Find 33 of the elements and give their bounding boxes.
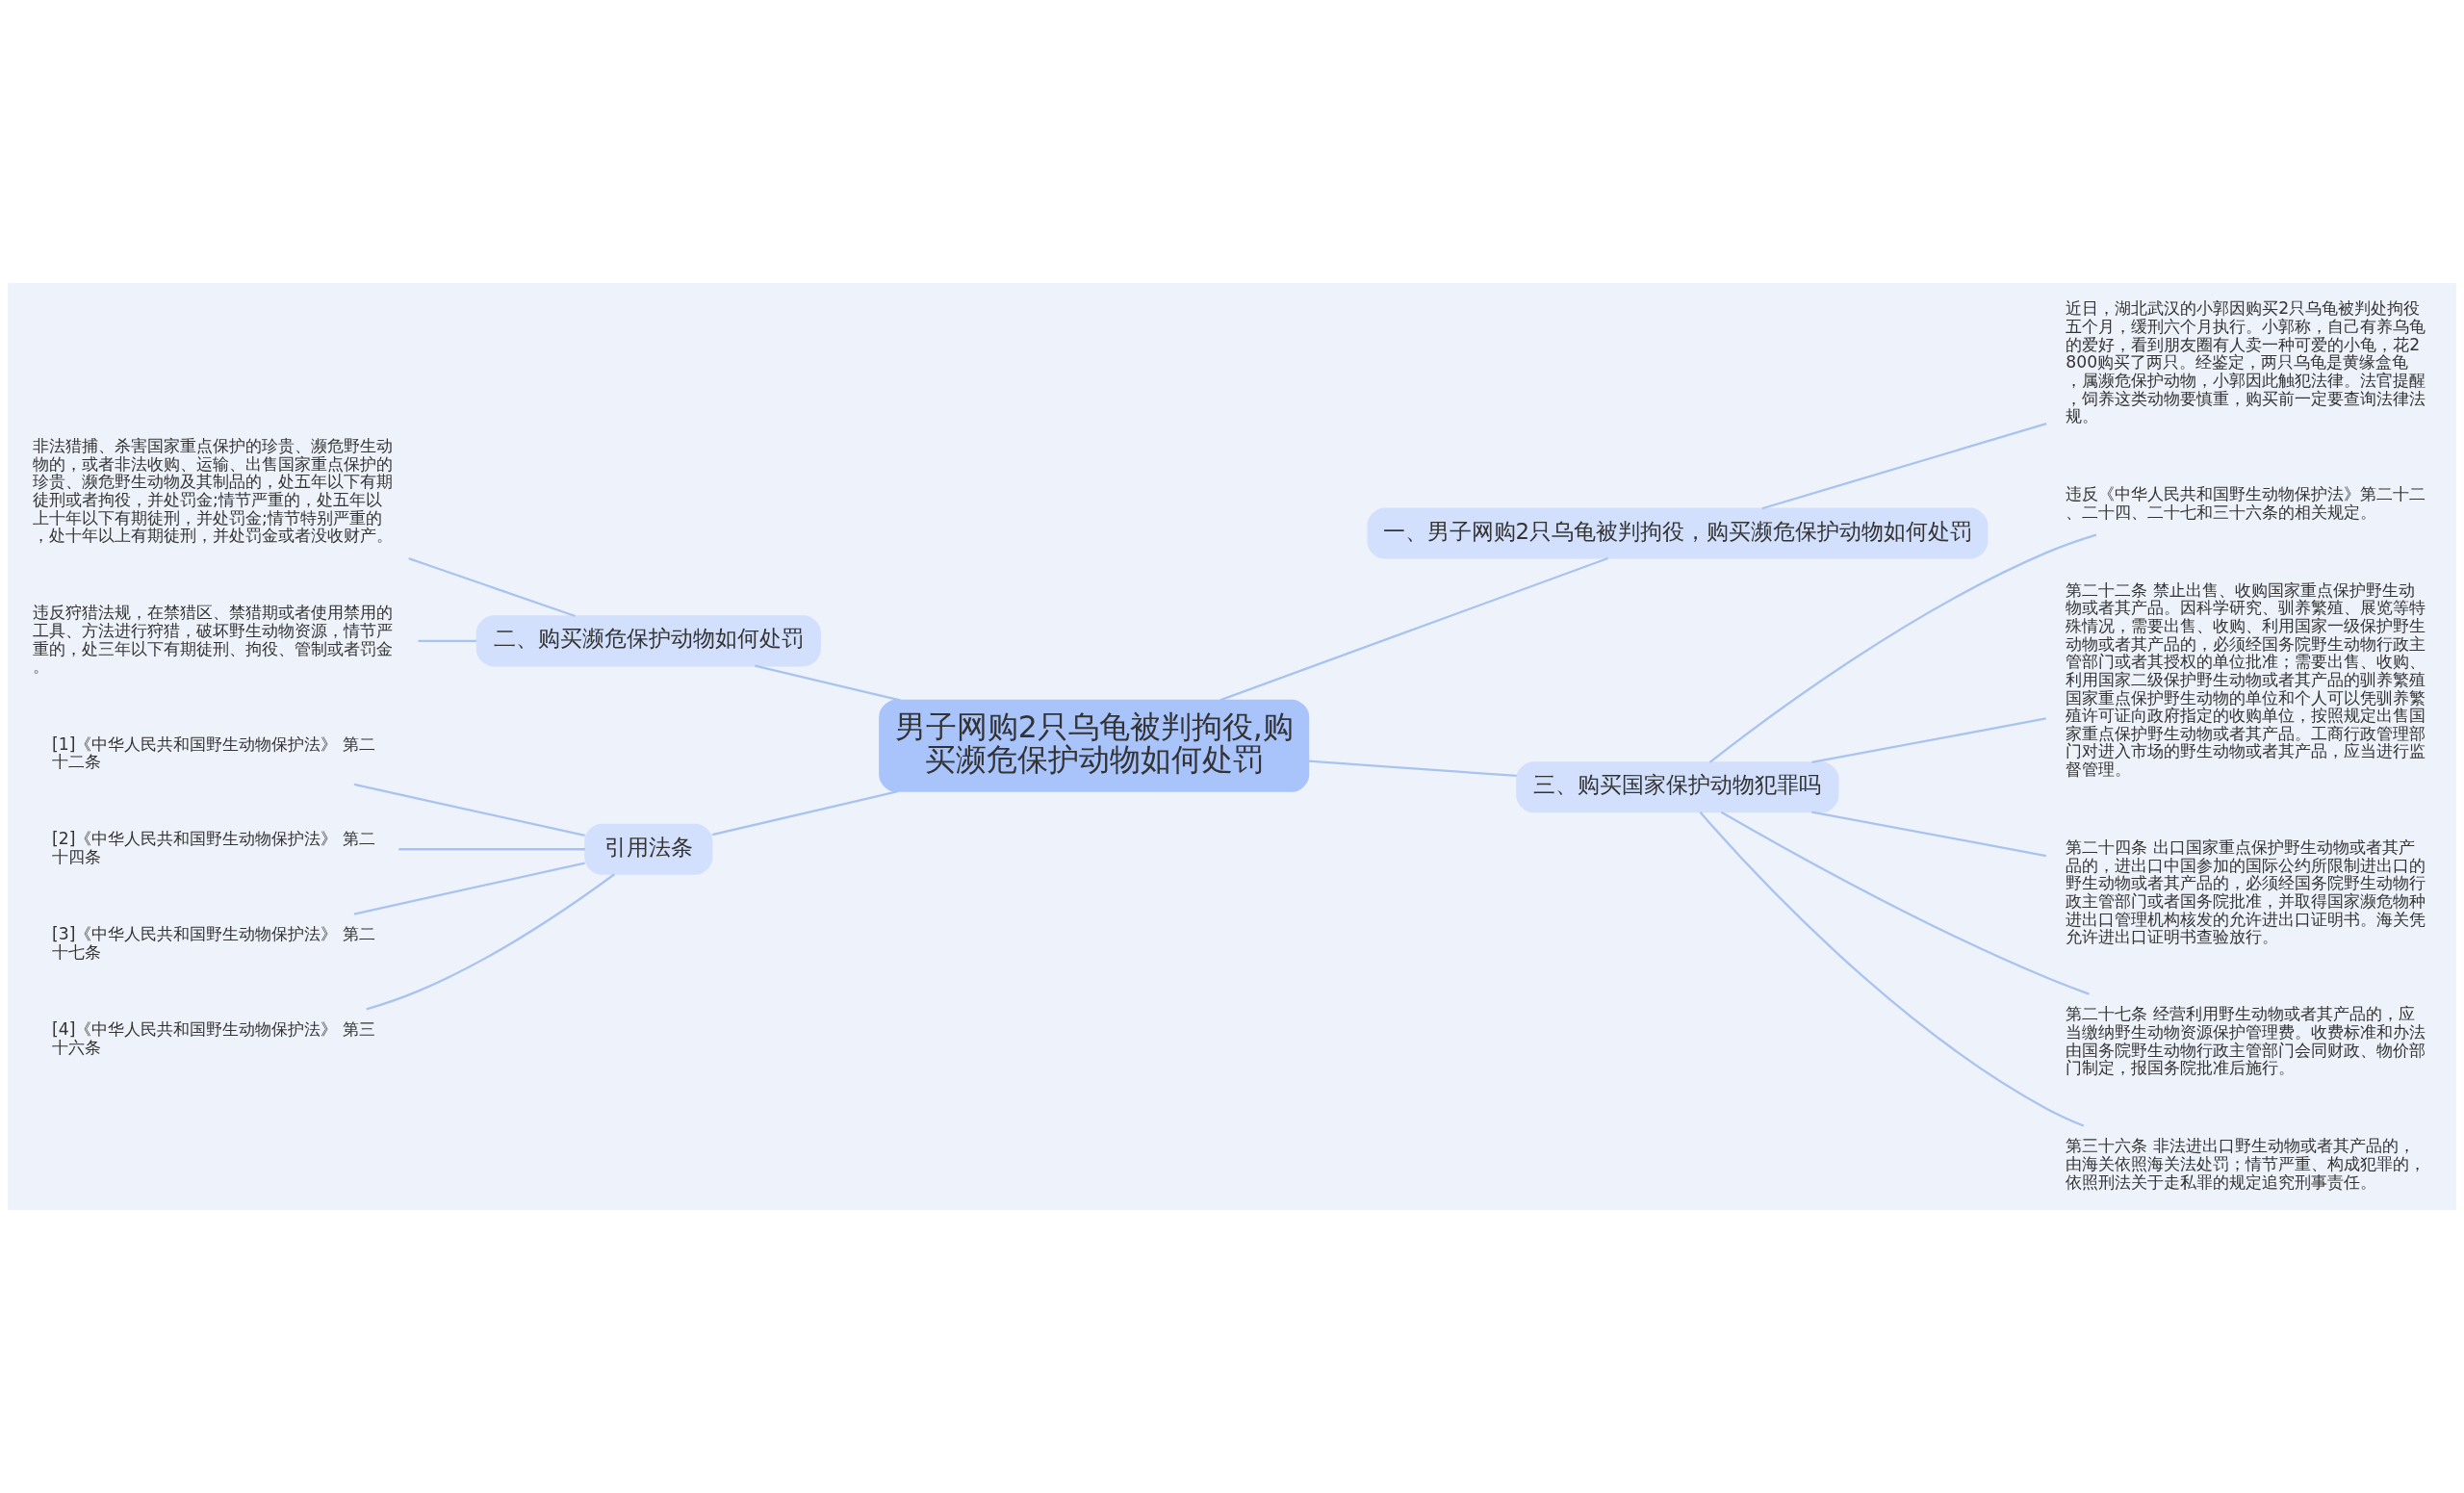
node-box: 三、购买国家保护动物犯罪吗 (1516, 761, 1839, 813)
node-text: 第二十四条 出口国家重点保护野生动物或者其产品的，进出口中国参加的国际公约所限制进出口的野生动物或者其产品的，必须经国务院野生动物行政主管部门或者国务院批准，并取得国家濒危物种进出口管理机构核发的允许进出口证明书。海关凭允许进出口证明书查验放行。 (2066, 837, 2426, 947)
connector (408, 557, 576, 618)
connector (398, 848, 585, 851)
node-box: 引用法条 (584, 823, 713, 875)
node-text: 近日，湖北武汉的小郭因购买2只乌龟被判处拘役五个月，缓刑六个月执行。小郭称，自己有养乌龟的爱好，看到朋友圈有人卖一种可爱的小龟，花2800购买了两只。经鉴定，两只乌龟是黄缘盒龟，属濒危保护动物，小郭因此触犯法律。法官提醒，饲养这类动物要慎重，购买前一定要查询法律法规。 (2066, 298, 2426, 426)
connector (353, 862, 585, 915)
connector (1699, 811, 2085, 1127)
node-text: 第二十二条 禁止出售、收购国家重点保护野生动物或者其产品。因科学研究、驯养繁殖、展览等特殊情况，需要出售、收购、利用国家一级保护野生动物或者其产品的，必须经国务院野生动物行政主管部门或者其授权的单位批准；需要出售、收购、利用国家二级保护野生动物或者其产品的驯养繁殖国家重点保护野生动物的单位和个人可以凭驯养繁殖许可证向政府指定的收购单位，按照规定出售国家重点保护野生动物或者其产品。工商行政管理部门对进入市场的野生动物或者其产品，应当进行监督管理。 (2066, 579, 2426, 780)
node-text: [2]《中华人民共和国野生动物保护法》 第二十四条 (52, 829, 375, 867)
connector (755, 664, 901, 702)
node-text: [4]《中华人民共和国野生动物保护法》 第三十六条 (52, 1019, 375, 1057)
node-text: 第三十六条 非法进出口野生动物或者其产品的，由海关依照海关法处罚；情节严重、构成犯罪的，依照刑法关于走私罪的规定追究刑事责任。 (2066, 1136, 2426, 1192)
connector (1308, 759, 1517, 778)
connector (1708, 533, 2097, 763)
connector (1811, 717, 2046, 764)
connector (1811, 811, 2046, 858)
node-text: 违反《中华人民共和国野生动物保护法》第二十二、二十四、二十七和三十六条的相关规定。 (2066, 484, 2426, 522)
node-text: [3]《中华人民共和国野生动物保护法》 第二十七条 (52, 924, 375, 962)
node-box: 一、男子网购2只乌龟被判拘役，购买濒危保护动物如何处罚 (1367, 507, 1989, 559)
connector (1219, 556, 1608, 702)
connector (353, 783, 585, 837)
node-text: 非法猎捕、杀害国家重点保护的珍贵、濒危野生动物的，或者非法收购、运输、出售国家重点保护的珍贵、濒危野生动物及其制品的，处五年以下有期徒刑或者拘役，并处罚金;情节严重的，处五年以上十年以下有期徒刑，并处罚金;情节特别严重的，处十年以上有期徒刑，并处罚金或者没收财产。 (32, 435, 393, 546)
connector (1761, 423, 2047, 510)
node-text: 第二十七条 经营利用野生动物或者其产品的，应当缴纳野生动物资源保护管理费。收费标准和办法由国务院野生动物行政主管部门会同财政、物价部门制定，报国务院批准后施行。 (2066, 1004, 2426, 1078)
connector (366, 873, 615, 1011)
node-box: 二、购买濒危保护动物如何处罚 (475, 615, 821, 667)
connector (711, 790, 898, 837)
connector (418, 639, 476, 642)
node-box: 男子网购2只乌龟被判拘役,购买濒危保护动物如何处罚 (879, 699, 1310, 792)
node-text: [1]《中华人民共和国野生动物保护法》 第二十二条 (52, 734, 375, 772)
node-text: 违反狩猎法规，在禁猎区、禁猎期或者使用禁用的工具、方法进行狩猎，破坏野生动物资源，情节严重的，处三年以下有期徒刑、拘役、管制或者罚金。 (32, 603, 393, 677)
connector (1720, 811, 2090, 995)
